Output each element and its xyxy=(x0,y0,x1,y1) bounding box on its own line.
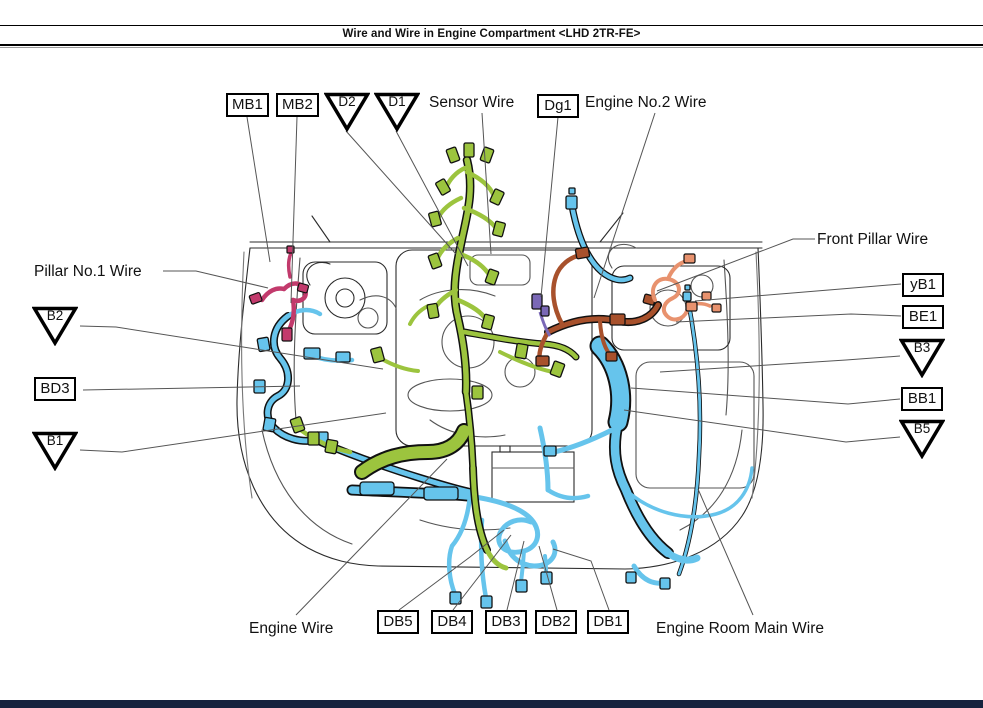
connector-triangle-b2-label: B2 xyxy=(46,308,64,323)
connector-box-be1: BE1 xyxy=(902,305,944,329)
engine-wire-harness xyxy=(289,142,580,571)
connector-box-dg1: Dg1 xyxy=(537,94,579,118)
connector-triangle-b1-label: B1 xyxy=(46,433,64,448)
connector-triangle-b5: B5 xyxy=(899,419,945,459)
triangle-shape-icon xyxy=(32,431,78,471)
engine-room-main-wire-harness xyxy=(253,187,754,609)
label-engine-wire: Engine Wire xyxy=(249,620,334,637)
connector-triangle-d2: D2 xyxy=(324,92,370,132)
triangle-shape-icon xyxy=(899,419,945,459)
header-rule-thin xyxy=(0,47,983,48)
connector-box-db2-label: DB2 xyxy=(541,613,571,630)
leader-lines xyxy=(79,112,902,616)
connector-triangle-d2-label: D2 xyxy=(338,94,356,109)
connector-triangle-b3-label: B3 xyxy=(913,340,931,355)
connector-box-db4: DB4 xyxy=(431,610,473,634)
connector-box-db1: DB1 xyxy=(587,610,629,634)
connector-box-yb1: yB1 xyxy=(902,273,944,297)
label-pillar-no1-wire: Pillar No.1 Wire xyxy=(34,263,142,280)
connector-box-db5-label: DB5 xyxy=(383,613,413,630)
connector-box-bd3: BD3 xyxy=(34,377,76,401)
connector-box-yb1-label: yB1 xyxy=(910,276,936,293)
front-pillar-wire-harness xyxy=(650,253,722,322)
triangle-shape-icon xyxy=(374,92,420,132)
triangle-shape-icon xyxy=(324,92,370,132)
label-engine-no2-wire: Engine No.2 Wire xyxy=(585,94,707,111)
connector-triangle-b5-label: B5 xyxy=(913,421,931,436)
pillar-no1-wire-harness xyxy=(248,245,310,342)
connector-triangle-d1: D1 xyxy=(374,92,420,132)
connector-box-db5: DB5 xyxy=(377,610,419,634)
triangle-shape-icon xyxy=(899,338,945,378)
triangle-shape-icon xyxy=(32,306,78,346)
connector-box-bb1: BB1 xyxy=(901,387,943,411)
header-rule-top xyxy=(0,25,983,26)
connector-triangle-b3: B3 xyxy=(899,338,945,378)
sensor-wire-connector xyxy=(531,293,552,337)
connector-triangle-d1-label: D1 xyxy=(388,94,406,109)
connector-box-dg1-label: Dg1 xyxy=(544,97,572,114)
page-title: Wire and Wire in Engine Compartment <LHD… xyxy=(342,28,641,40)
connector-box-mb2: MB2 xyxy=(276,93,319,117)
connector-triangle-b1: B1 xyxy=(32,431,78,471)
connector-box-mb1-label: MB1 xyxy=(232,96,263,113)
label-sensor-wire: Sensor Wire xyxy=(429,94,515,111)
connector-box-mb1: MB1 xyxy=(226,93,269,117)
connector-box-bd3-label: BD3 xyxy=(40,380,70,397)
connector-box-db1-label: DB1 xyxy=(593,613,623,630)
connector-box-db4-label: DB4 xyxy=(437,613,467,630)
connector-box-mb2-label: MB2 xyxy=(282,96,313,113)
header-rule-thick xyxy=(0,44,983,46)
label-engine-room-main-wire: Engine Room Main Wire xyxy=(656,620,824,637)
connector-box-be1-label: BE1 xyxy=(908,308,938,325)
connector-box-bb1-label: BB1 xyxy=(907,390,937,407)
engine-no2-wire-harness xyxy=(535,246,662,367)
connector-box-db2: DB2 xyxy=(535,610,577,634)
connector-box-db3: DB3 xyxy=(485,610,527,634)
footer-bar xyxy=(0,700,983,708)
connector-box-db3-label: DB3 xyxy=(491,613,521,630)
label-front-pillar-wire: Front Pillar Wire xyxy=(817,231,929,248)
connector-triangle-b2: B2 xyxy=(32,306,78,346)
